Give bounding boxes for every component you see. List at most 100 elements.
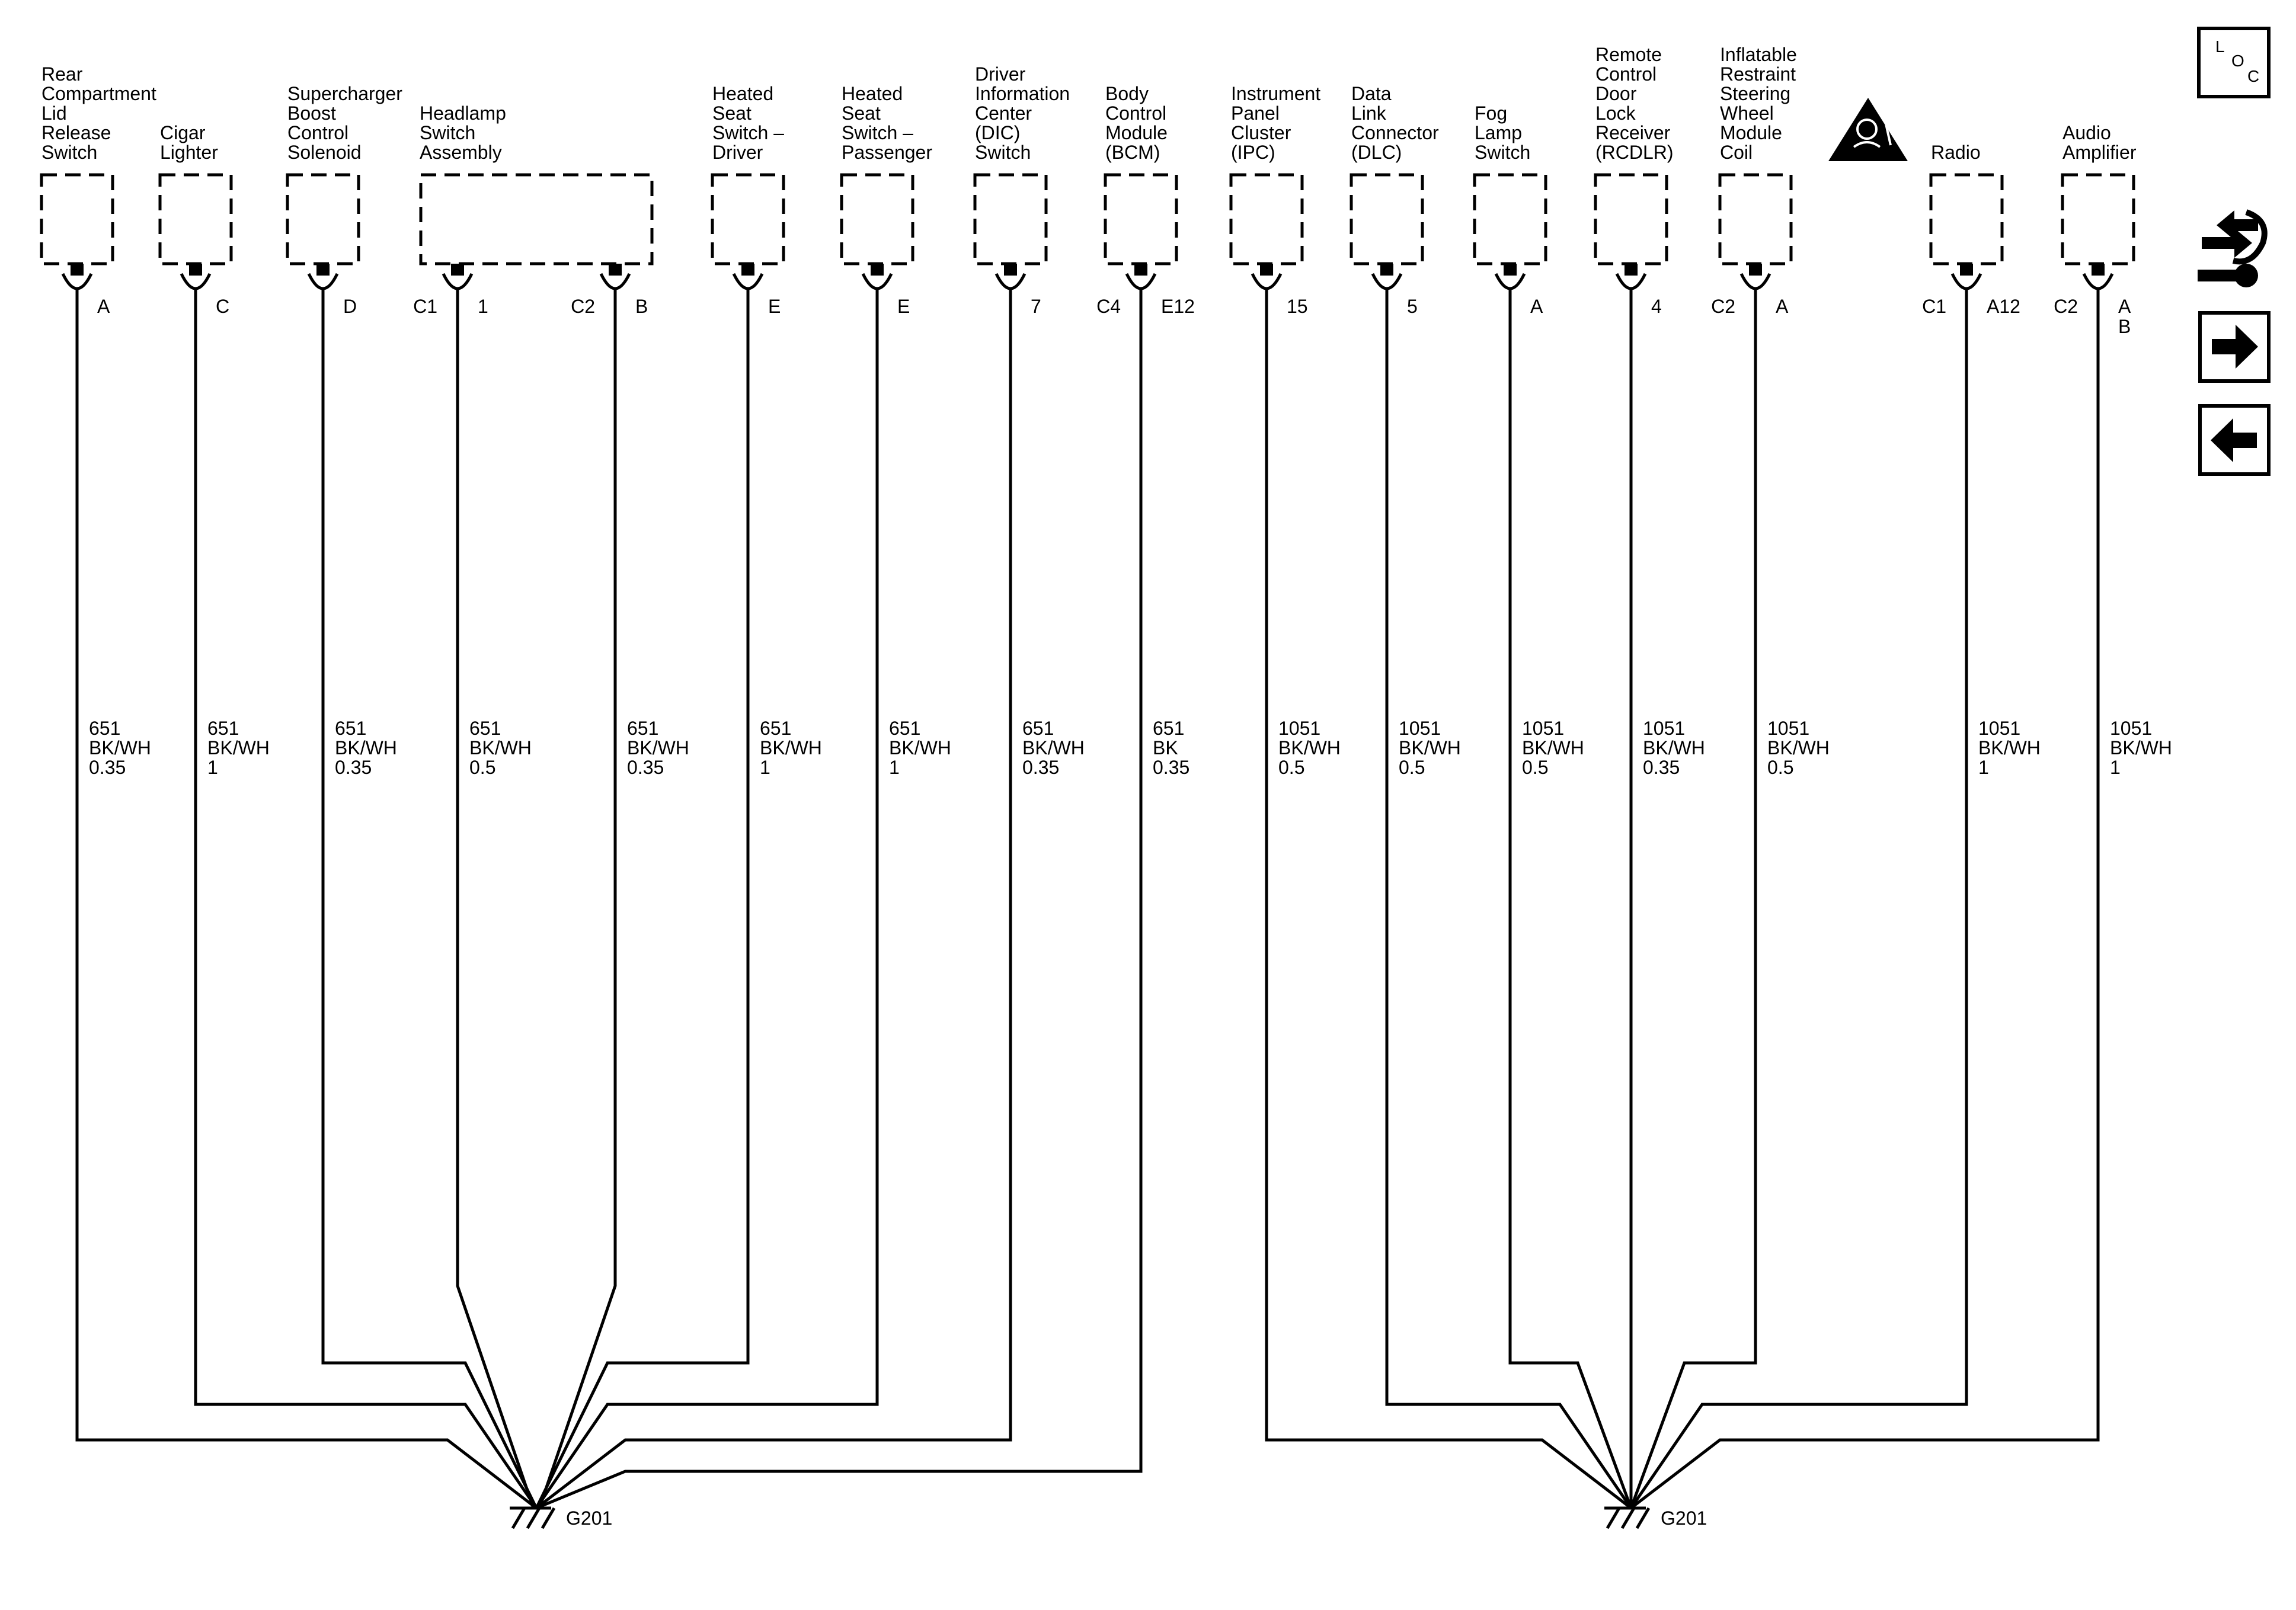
pin-label: A [97,296,110,317]
wire-color-label: BK/WH [1767,737,1830,758]
wire-gauge-label: 0.35 [89,757,126,778]
terminal-stub [1004,264,1017,276]
wire-circuit-label: 1051 [1978,718,2020,739]
component-name-line: Driver [712,142,763,163]
pin-label: B [2118,316,2131,337]
terminal-cup [1251,273,1283,290]
wire-circuit-label: 1051 [1278,718,1320,739]
airbag-figure-line [1884,118,1892,146]
arrow-left-button[interactable] [2198,404,2271,476]
component-name-line: Data [1351,83,1392,104]
ground-hatch [511,1507,526,1529]
wire-path [456,289,535,1509]
terminal-stub [741,264,754,276]
wire-gauge-label: 1 [760,757,770,778]
pin-label: 15 [1287,296,1308,317]
component-name-line: Passenger [842,142,932,163]
wire-color-label: BK/WH [207,737,270,758]
component-box [1473,173,1547,265]
wire-color-label: BK/WH [1522,737,1584,758]
ground-hatch [1635,1507,1651,1529]
component-name-line: Cluster [1231,122,1291,143]
component-name-line: Center [975,103,1032,124]
connector-tools-icon[interactable] [2198,209,2268,287]
wire-gauge-label: 0.5 [469,757,495,778]
connector-curve[interactable] [2232,209,2268,265]
pin-label: E [768,296,781,317]
pin-label: 1 [478,296,488,317]
loc-box[interactable] [2197,27,2271,98]
wire-color-label: BK/WH [889,737,951,758]
connector-label: C2 [1711,296,1735,317]
component-box [2061,173,2135,265]
connector-arrow-back[interactable] [2217,210,2258,240]
component-box [40,173,114,265]
wire-color-label: BK/WH [1399,737,1461,758]
terminal-stub [1960,264,1973,276]
terminal-cup [1950,273,1982,290]
component-name-line: Fog [1475,103,1507,124]
wrench-handle[interactable] [2198,270,2239,281]
pin-label: A [1530,296,1543,317]
pin-label: 5 [1407,296,1418,317]
component-name-line: Steering [1720,83,1790,104]
component-name-line: Control [1595,63,1657,85]
terminal-cup [1371,273,1403,290]
arrow-left-icon[interactable] [2211,418,2257,462]
component-name-line: Switch [1475,142,1530,163]
connector-arrow[interactable] [2202,228,2252,258]
wire-gauge-label: 0.35 [1022,757,1059,778]
terminal-cup [1739,273,1771,290]
pin-label: A12 [1987,296,2020,317]
component-name-line: Instrument [1231,83,1320,104]
component-name-line: Information [975,83,1070,104]
connector-label: C1 [1922,296,1946,317]
component-box [1350,173,1424,265]
loc-letter: C [2247,67,2259,85]
wire-color-label: BK/WH [335,737,397,758]
wire-circuit-label: 651 [627,718,658,739]
component-name-line: Restraint [1720,63,1796,85]
pin-label: E12 [1161,296,1195,317]
component-name-line: Module [1720,122,1782,143]
component-name-line: Seat [842,103,881,124]
component-name-line: Rear [41,63,83,85]
pin-label: D [343,296,357,317]
connector-label: C2 [571,296,595,317]
component-box [1929,173,2004,265]
terminal-stub [1260,264,1273,276]
loc-button[interactable]: LOC [2197,27,2271,98]
wire-color-label: BK/WH [1978,737,2041,758]
connector-label: C4 [1096,296,1121,317]
wire-circuit-label: 1051 [1399,718,1441,739]
component-name-line: Supercharger [287,83,402,104]
arrow-right-button[interactable] [2198,311,2271,383]
terminal-stub [71,264,84,276]
component-name-line: Coil [1720,142,1753,163]
component-name-line: Boost [287,103,336,124]
component-box [1594,173,1668,265]
arrow-right-icon[interactable] [2212,325,2258,369]
wire-gauge-label: 1 [1978,757,1989,778]
component-name-line: Headlamp [420,103,506,124]
component-box [973,173,1048,265]
wrench-head[interactable] [2234,264,2258,287]
wire-color-label: BK [1153,737,1178,758]
component-name-line: Radio [1931,142,1981,163]
wire-path [1630,289,2100,1509]
component-name-line: Switch [41,142,97,163]
component-name-line: (BCM) [1105,142,1160,163]
wire-color-label: BK/WH [469,737,532,758]
component-name-line: Door [1595,83,1637,104]
wire-circuit-label: 651 [469,718,501,739]
